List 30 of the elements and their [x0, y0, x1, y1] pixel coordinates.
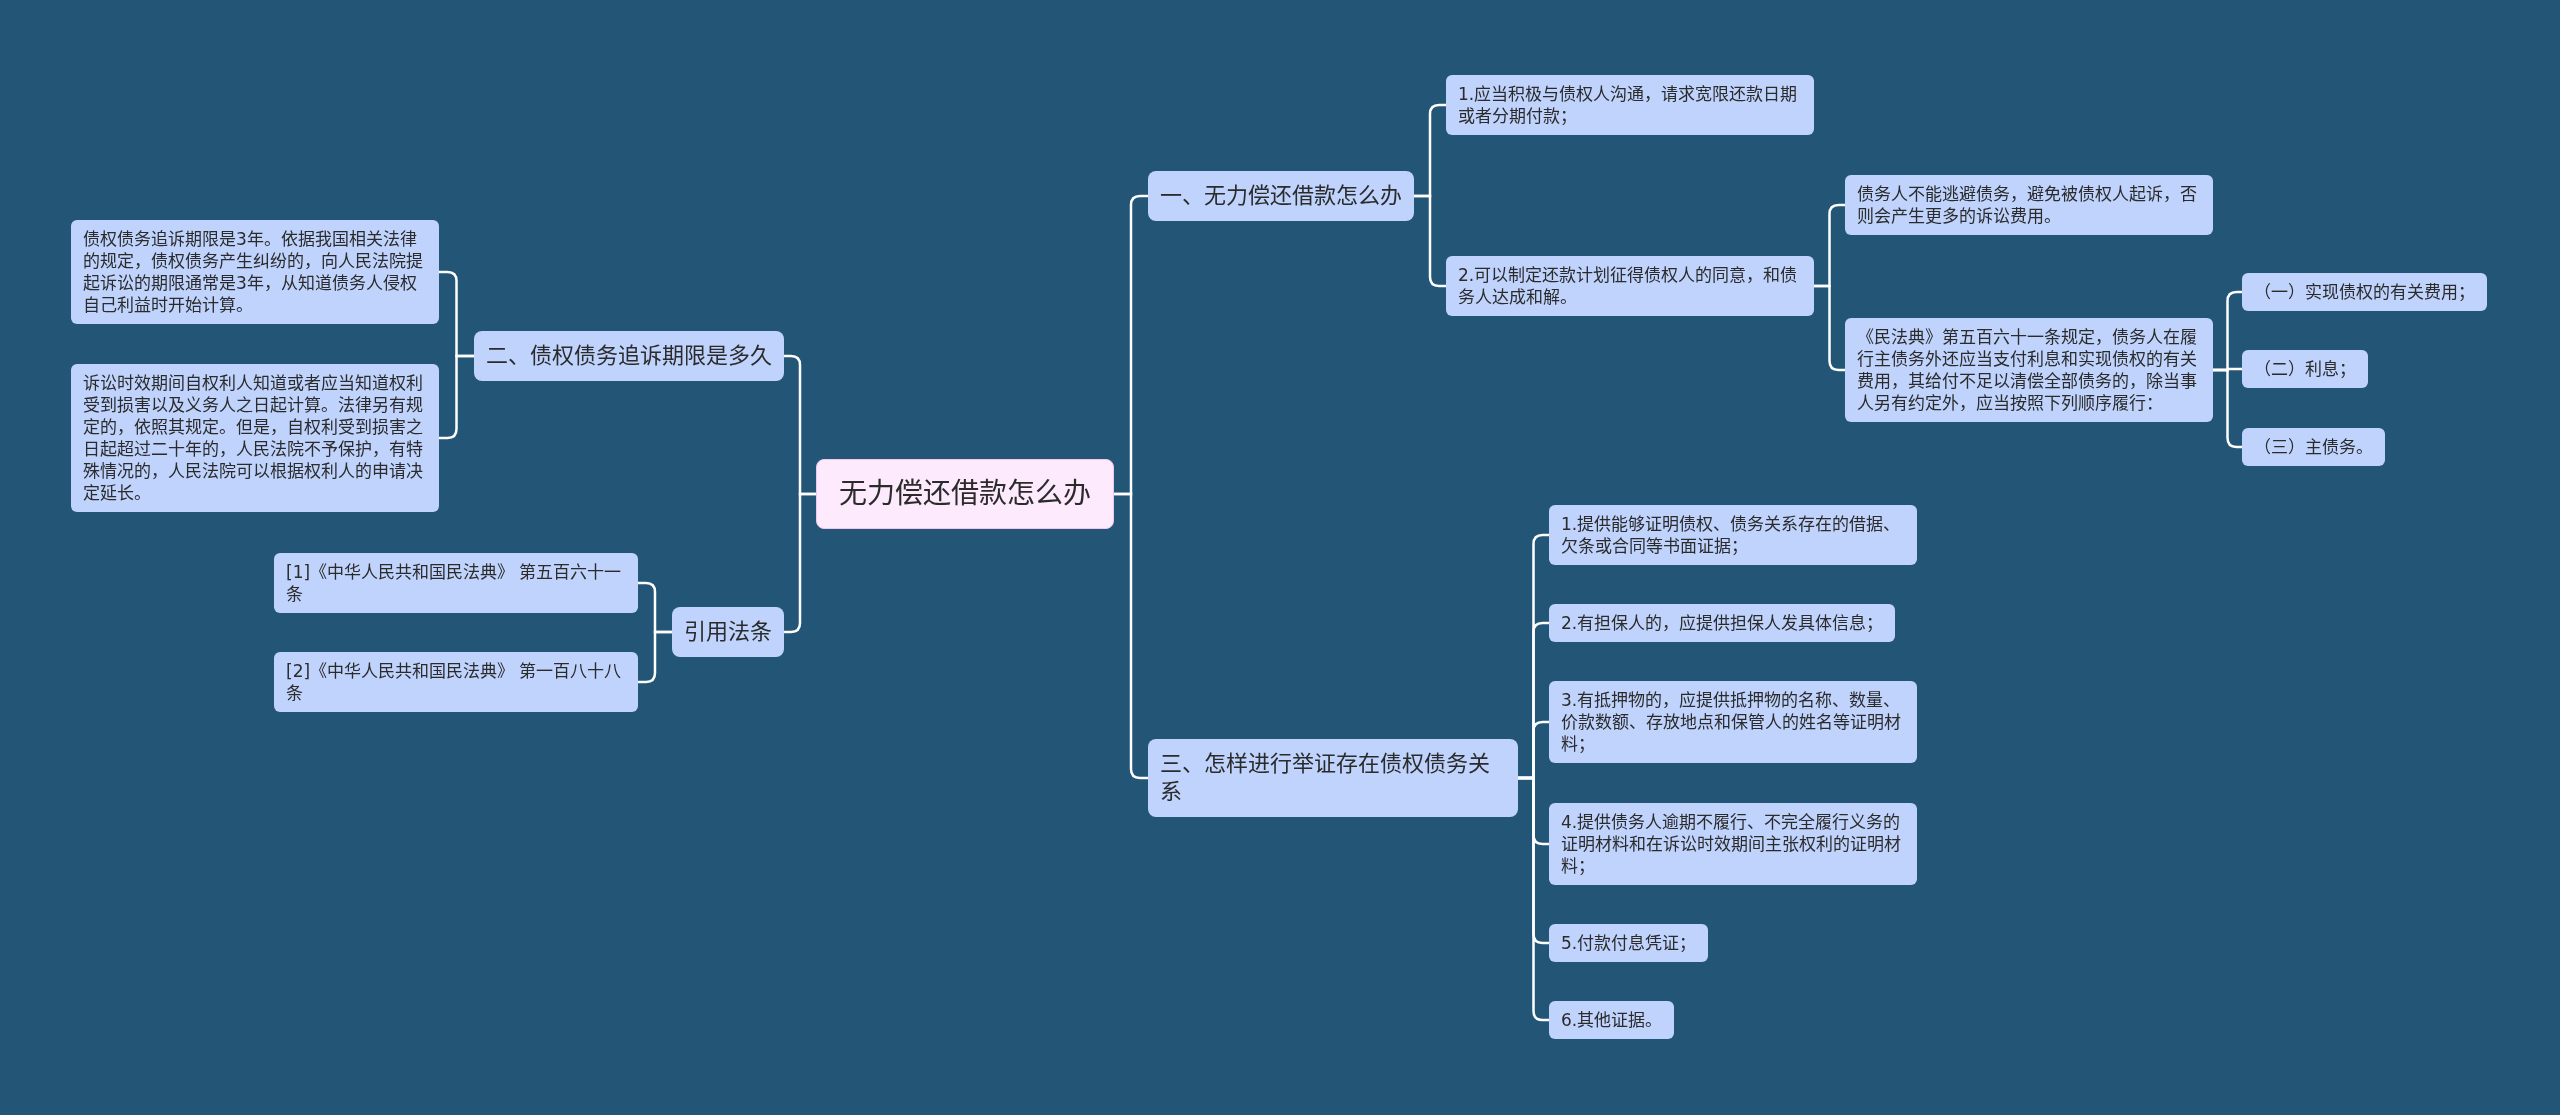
subtopic: 1.提供能够证明债权、债务关系存在的借据、欠条或合同等书面证据； — [1549, 505, 1917, 565]
main-topic: 一、无力偿还借款怎么办 — [1148, 171, 1414, 221]
subtopic: （三）主债务。 — [2242, 428, 2385, 466]
subtopic: [2]《中华人民共和国民法典》 第一百八十八条 — [274, 652, 638, 712]
connector-line — [1412, 194, 1448, 288]
connector-line — [1812, 284, 1847, 372]
connector-line — [782, 492, 818, 634]
subtopic: 1.应当积极与债权人沟通，请求宽限还款日期或者分期付款； — [1446, 75, 1814, 135]
subtopic: 2.有担保人的，应提供担保人发具体信息； — [1549, 604, 1896, 642]
subtopic: 《民法典》第五百六十一条规定，债务人在履行主债务外还应当支付利息和实现债权的有关费用，其给付不足以清偿全部债务的，除当事人另有约定外，应当按照下列顺序履行： — [1845, 318, 2213, 422]
subtopic: （二）利息； — [2242, 350, 2368, 388]
subtopic: 3.有抵押物的，应提供抵押物的名称、数量、价款数额、存放地点和保管人的姓名等证明材料； — [1549, 681, 1917, 763]
connector-line — [1112, 492, 1150, 780]
main-topic: 引用法条 — [672, 607, 784, 657]
connector-line — [636, 630, 674, 684]
connector-line — [1516, 776, 1551, 1022]
subtopic: 5.付款付息凭证； — [1549, 924, 1709, 962]
connector-line — [2211, 368, 2244, 449]
subtopic: 6.其他证据。 — [1549, 1001, 1675, 1039]
subtopic: 2.可以制定还款计划征得债权人的同意，和债务人达成和解。 — [1446, 256, 1814, 316]
subtopic: [1]《中华人民共和国民法典》 第五百六十一条 — [274, 553, 638, 613]
subtopic: 债务人不能逃避债务，避免被债权人起诉，否则会产生更多的诉讼费用。 — [1845, 175, 2213, 235]
subtopic: （一）实现债权的有关费用； — [2242, 273, 2487, 311]
connector-line — [437, 354, 476, 440]
subtopic: 4.提供债务人逾期不履行、不完全履行义务的证明材料和在诉讼时效期间主张权利的证明材料； — [1549, 803, 1917, 885]
subtopic: 诉讼时效期间自权利人知道或者应当知道权利受到损害以及义务人之日起计算。法律另有规定的，依照其规定。但是，自权利受到损害之日起超过二十年的，人民法院不予保护，有特殊情况的，人民法院可以根据权利人的申请决定延长。 — [71, 364, 439, 512]
subtopic: 债权债务追诉期限是3年。依据我国相关法律的规定，债权债务产生纠纷的，向人民法院提起诉讼的期限通常是3年，从知道债务人侵权自己利益时开始计算。 — [71, 220, 439, 324]
central-topic: 无力偿还借款怎么办 — [816, 459, 1114, 529]
main-topic: 二、债权债务追诉期限是多久 — [474, 331, 784, 381]
main-topic: 三、怎样进行举证存在债权债务关系 — [1148, 739, 1518, 817]
